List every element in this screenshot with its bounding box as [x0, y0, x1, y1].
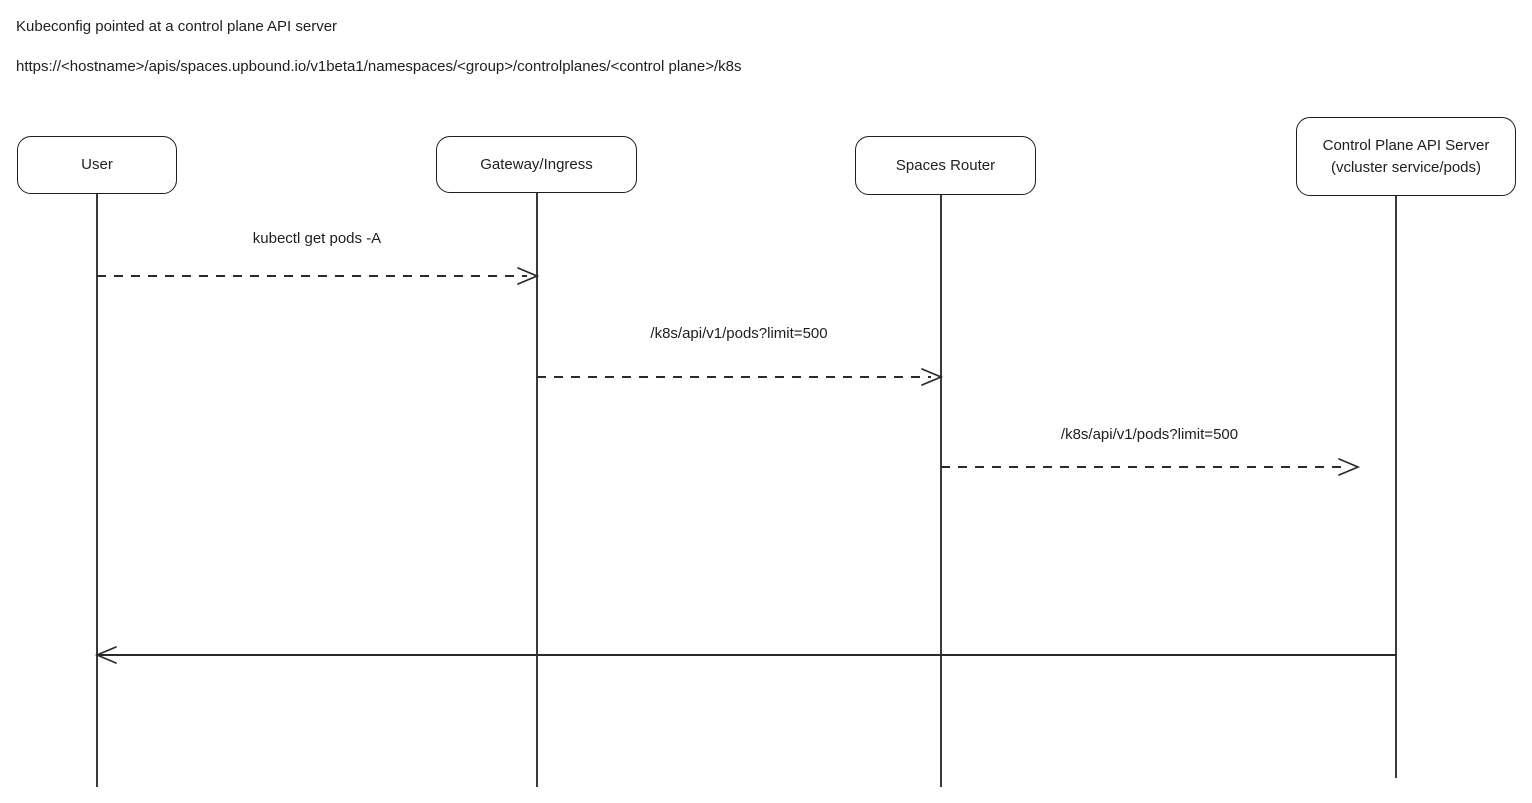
arrowhead-right-icon — [1338, 458, 1361, 476]
actor-label: Gateway/Ingress — [480, 155, 593, 173]
lifeline-spaces-router — [940, 194, 942, 787]
arrowhead-right-icon — [517, 267, 540, 285]
arrowhead-left-icon — [94, 646, 117, 664]
message-line-spaces-router-to-control-plane — [941, 466, 1347, 468]
message-label-k8s-api-pods-2: /k8s/api/v1/pods?limit=500 — [1060, 426, 1239, 443]
lifeline-control-plane-api-server — [1395, 195, 1397, 778]
actor-box-gateway-ingress: Gateway/Ingress — [436, 136, 637, 193]
message-label-k8s-api-pods-1: /k8s/api/v1/pods?limit=500 — [650, 325, 828, 342]
lifeline-user — [96, 193, 98, 787]
actor-sublabel: (vcluster service/pods) — [1330, 158, 1482, 176]
actor-box-user: User — [17, 136, 177, 194]
diagram-subtitle-url: https://<hostname>/apis/spaces.upbound.i… — [16, 58, 742, 75]
lifeline-gateway-ingress — [536, 192, 538, 787]
message-line-gateway-to-spaces-router — [537, 376, 931, 378]
arrowhead-right-icon — [921, 368, 944, 386]
message-line-user-to-gateway — [97, 275, 527, 277]
diagram-title: Kubeconfig pointed at a control plane AP… — [16, 18, 338, 35]
actor-box-spaces-router: Spaces Router — [855, 136, 1036, 195]
actor-label: User — [81, 156, 113, 174]
actor-label: Spaces Router — [895, 156, 996, 174]
message-label-kubectl-get-pods: kubectl get pods -A — [252, 230, 382, 247]
message-line-control-plane-to-user — [99, 654, 1396, 656]
actor-label: Control Plane API Server — [1322, 136, 1490, 154]
actor-box-control-plane-api-server: Control Plane API Server (vcluster servi… — [1296, 117, 1516, 196]
